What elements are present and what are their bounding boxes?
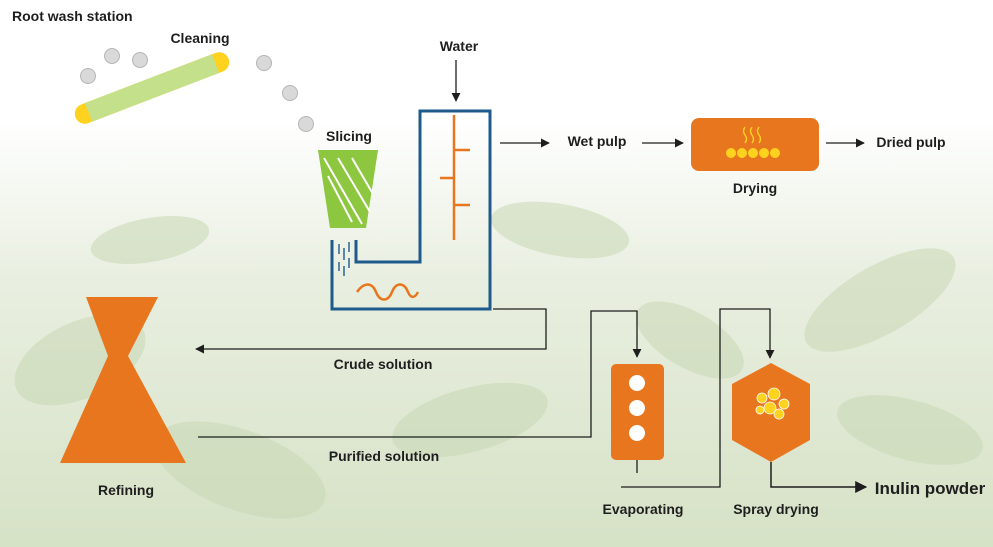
to-spray-dryer-line bbox=[621, 308, 775, 488]
spray-particles bbox=[755, 387, 790, 420]
cleaning-label: Cleaning bbox=[170, 30, 229, 46]
cleaning-drum bbox=[74, 52, 230, 124]
root-ball bbox=[132, 52, 148, 68]
inulin-powder-label: Inulin powder bbox=[875, 479, 986, 498]
heating-coil bbox=[355, 283, 420, 301]
falling-slices bbox=[338, 242, 350, 276]
wet-pulp-label: Wet pulp bbox=[568, 133, 627, 149]
evaporator-ports bbox=[629, 375, 645, 441]
evaporating-label: Evaporating bbox=[603, 501, 684, 517]
refining-label: Refining bbox=[98, 482, 154, 498]
purified-solution-line bbox=[198, 310, 642, 438]
root-wash-station-label: Root wash station bbox=[12, 8, 133, 24]
drying-label: Drying bbox=[733, 180, 777, 196]
stirrer bbox=[440, 115, 470, 240]
dried-pulp-label: Dried pulp bbox=[876, 134, 945, 150]
root-ball bbox=[80, 68, 96, 84]
root-ball bbox=[256, 55, 272, 71]
spray-drying-label: Spray drying bbox=[733, 501, 819, 517]
heat-icon bbox=[742, 126, 762, 144]
crude-solution-label: Crude solution bbox=[334, 356, 433, 372]
root-ball bbox=[282, 85, 298, 101]
slicing-label: Slicing bbox=[326, 128, 372, 144]
refining-funnel bbox=[60, 297, 186, 463]
root-ball bbox=[298, 116, 314, 132]
extraction-tank bbox=[330, 109, 492, 311]
root-ball bbox=[104, 48, 120, 64]
crude-solution-line bbox=[195, 308, 547, 354]
water-label: Water bbox=[440, 38, 479, 54]
purified-solution-label: Purified solution bbox=[329, 448, 439, 464]
inulin-output-line bbox=[770, 462, 868, 493]
root-balls bbox=[80, 48, 314, 132]
slicer-hopper bbox=[318, 150, 378, 228]
pulp-dots bbox=[726, 148, 780, 158]
drying-unit bbox=[691, 118, 819, 171]
